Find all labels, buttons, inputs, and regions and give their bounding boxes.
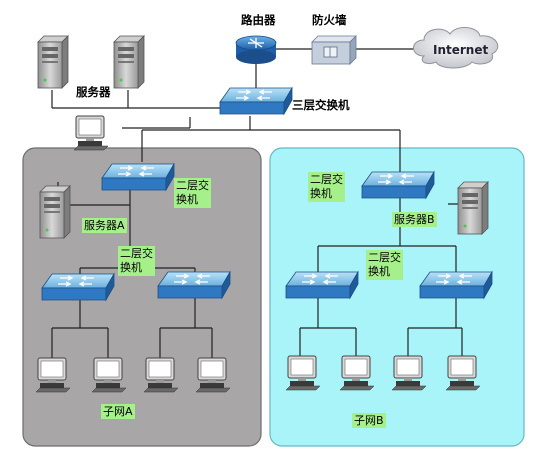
core-switch-icon — [219, 87, 293, 115]
subnet-b-top-switch-label: 二层交 换机 — [308, 172, 345, 202]
subnet-b-top-switch-icon — [361, 171, 435, 199]
subnet-a-left-switch-icon — [41, 273, 115, 301]
server-tower-icon — [113, 35, 145, 89]
subnet-a-mid-switch-label: 二层交 换机 — [118, 246, 155, 276]
subnet-b-server-icon — [457, 181, 489, 235]
subnet-a-server-label: 服务器A — [82, 218, 127, 233]
subnet-b-mid-switch-label: 二层交 换机 — [366, 250, 403, 280]
label-line: 换机 — [368, 265, 390, 278]
label-line: 换机 — [176, 193, 198, 206]
router-label: 路由器 — [241, 13, 276, 27]
firewall-icon — [311, 35, 357, 65]
label-line: 二层交 — [176, 179, 209, 192]
subnet-b-right-switch-icon — [419, 271, 493, 299]
subnet-a-name: 子网A — [101, 404, 135, 419]
firewall-label: 防火墙 — [312, 13, 347, 27]
core-switch-label: 三层交换机 — [292, 98, 350, 112]
subnet-b-name: 子网B — [352, 413, 386, 428]
subnet-b-left-switch-icon — [285, 271, 359, 299]
servers-label: 服务器 — [76, 85, 111, 99]
subnet-a-top-switch-label: 二层交 换机 — [174, 178, 211, 208]
subnet-b-server-label: 服务器B — [392, 212, 437, 227]
server-tower-icon — [37, 35, 69, 89]
router-icon — [235, 35, 277, 64]
subnet-a-right-switch-icon — [157, 271, 231, 299]
label-line: 换机 — [310, 187, 332, 200]
subnet-a-top-switch-icon — [101, 163, 175, 191]
admin-computer-icon — [73, 115, 109, 151]
subnet-a-server-icon — [39, 185, 71, 239]
label-line: 二层交 — [310, 173, 343, 186]
label-line: 二层交 — [368, 251, 401, 264]
label-line: 换机 — [120, 261, 142, 274]
label-line: 二层交 — [120, 247, 153, 260]
internet-label: Internet — [433, 43, 488, 57]
cloud-icon — [413, 27, 499, 69]
